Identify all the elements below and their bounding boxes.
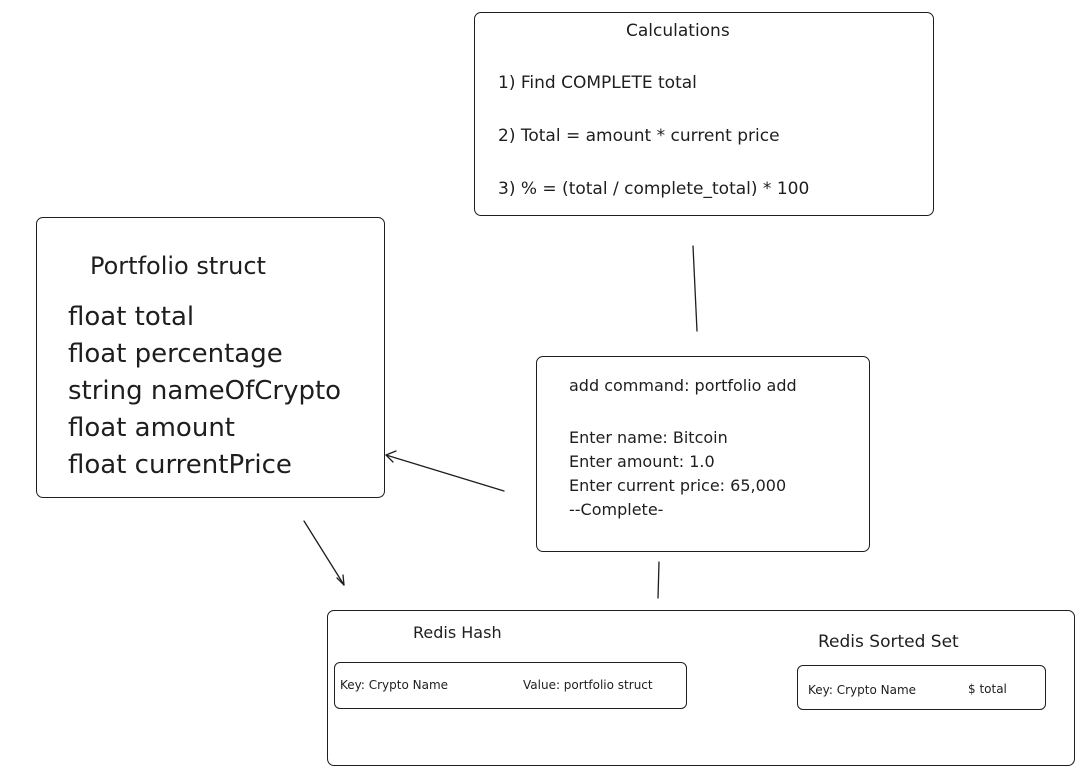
portfolio-struct-fields: float total float percentage string name… — [68, 299, 341, 484]
struct-field-name: string nameOfCrypto — [68, 376, 342, 406]
connector-calc-to-command — [692, 245, 698, 332]
redis-sorted-set-key: Key: Crypto Name — [808, 683, 917, 697]
redis-sorted-set-title: Redis Sorted Set — [818, 632, 959, 652]
struct-field-total: float total — [68, 302, 195, 332]
command-line-price: Enter current price: 65,000 — [569, 476, 787, 495]
command-line-name: Enter name: Bitcoin — [569, 428, 728, 447]
add-command-lines: Enter name: Bitcoin Enter amount: 1.0 En… — [569, 426, 786, 522]
arrow-command-to-struct — [385, 450, 505, 492]
command-line-amount: Enter amount: 1.0 — [569, 452, 715, 471]
redis-hash-title: Redis Hash — [413, 623, 502, 642]
redis-sorted-set-value: $ total — [968, 682, 1007, 696]
add-command-title: add command: portfolio add — [569, 376, 797, 395]
calculations-box — [474, 12, 934, 216]
calculation-step-3: 3) % = (total / complete_total) * 100 — [498, 179, 810, 199]
calculation-step-2: 2) Total = amount * current price — [498, 126, 780, 146]
calculation-step-1: 1) Find COMPLETE total — [498, 73, 697, 93]
connector-command-to-redis — [657, 561, 660, 599]
calculations-title: Calculations — [626, 21, 730, 41]
portfolio-struct-title: Portfolio struct — [90, 252, 266, 280]
arrow-struct-to-redis — [303, 520, 345, 586]
redis-hash-entry-box — [334, 662, 687, 709]
portfolio-struct-box — [36, 217, 385, 498]
redis-hash-value: Value: portfolio struct — [523, 678, 653, 692]
struct-field-current-price: float currentPrice — [68, 450, 292, 480]
redis-sorted-set-entry-box — [797, 665, 1046, 710]
redis-hash-key: Key: Crypto Name — [340, 678, 449, 692]
command-line-complete: --Complete- — [569, 500, 664, 519]
add-command-box — [536, 356, 870, 552]
struct-field-amount: float amount — [68, 413, 235, 443]
struct-field-percentage: float percentage — [68, 339, 283, 369]
